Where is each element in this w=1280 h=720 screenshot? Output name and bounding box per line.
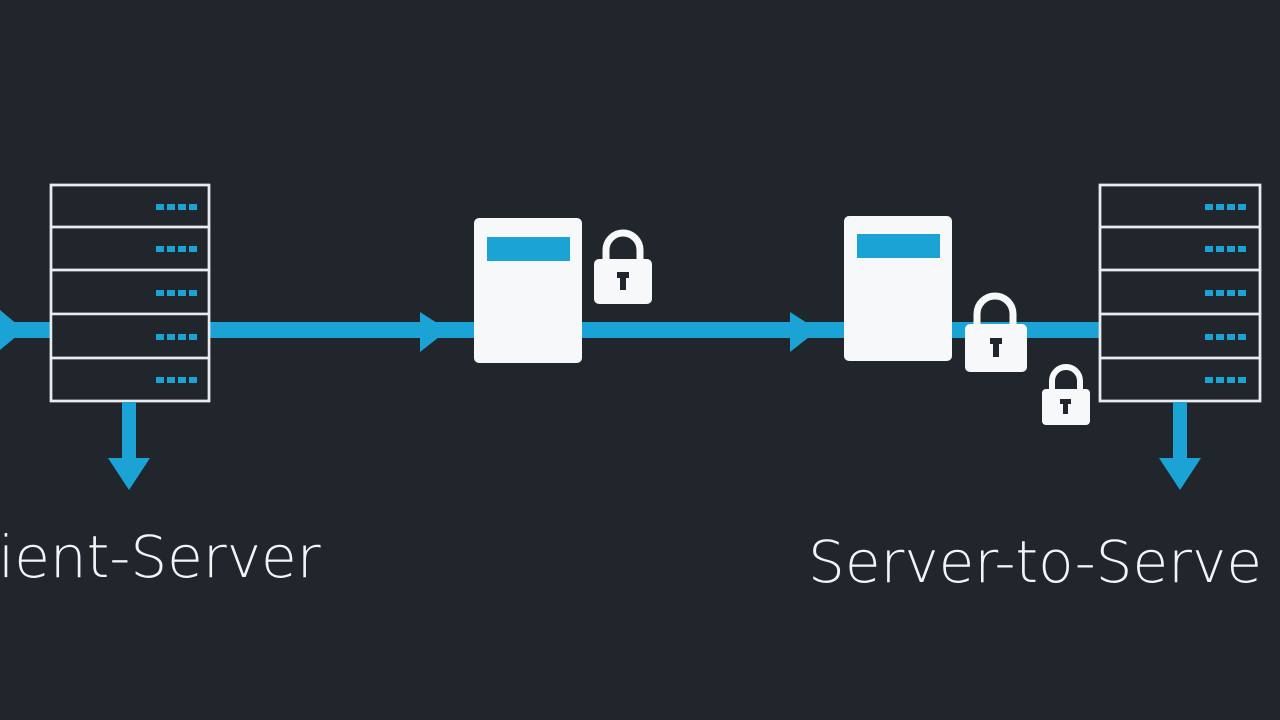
- arrow-right-icon: [0, 310, 24, 350]
- document-icon: [474, 218, 582, 363]
- server-rack-icon: [1098, 183, 1262, 403]
- lock-icon: [594, 229, 652, 304]
- arrow-down-icon: [108, 402, 150, 490]
- lock-icon: [1042, 364, 1090, 425]
- arrow-right-icon: [790, 312, 818, 352]
- lock-icon: [965, 292, 1027, 372]
- server-to-server-label: Server-to-Serve: [808, 528, 1263, 596]
- server-rack-icon: [49, 183, 211, 403]
- arrow-right-icon: [420, 312, 448, 352]
- arrow-down-icon: [1159, 402, 1201, 490]
- client-server-label: lient-Server: [0, 523, 321, 591]
- document-icon: [844, 216, 952, 361]
